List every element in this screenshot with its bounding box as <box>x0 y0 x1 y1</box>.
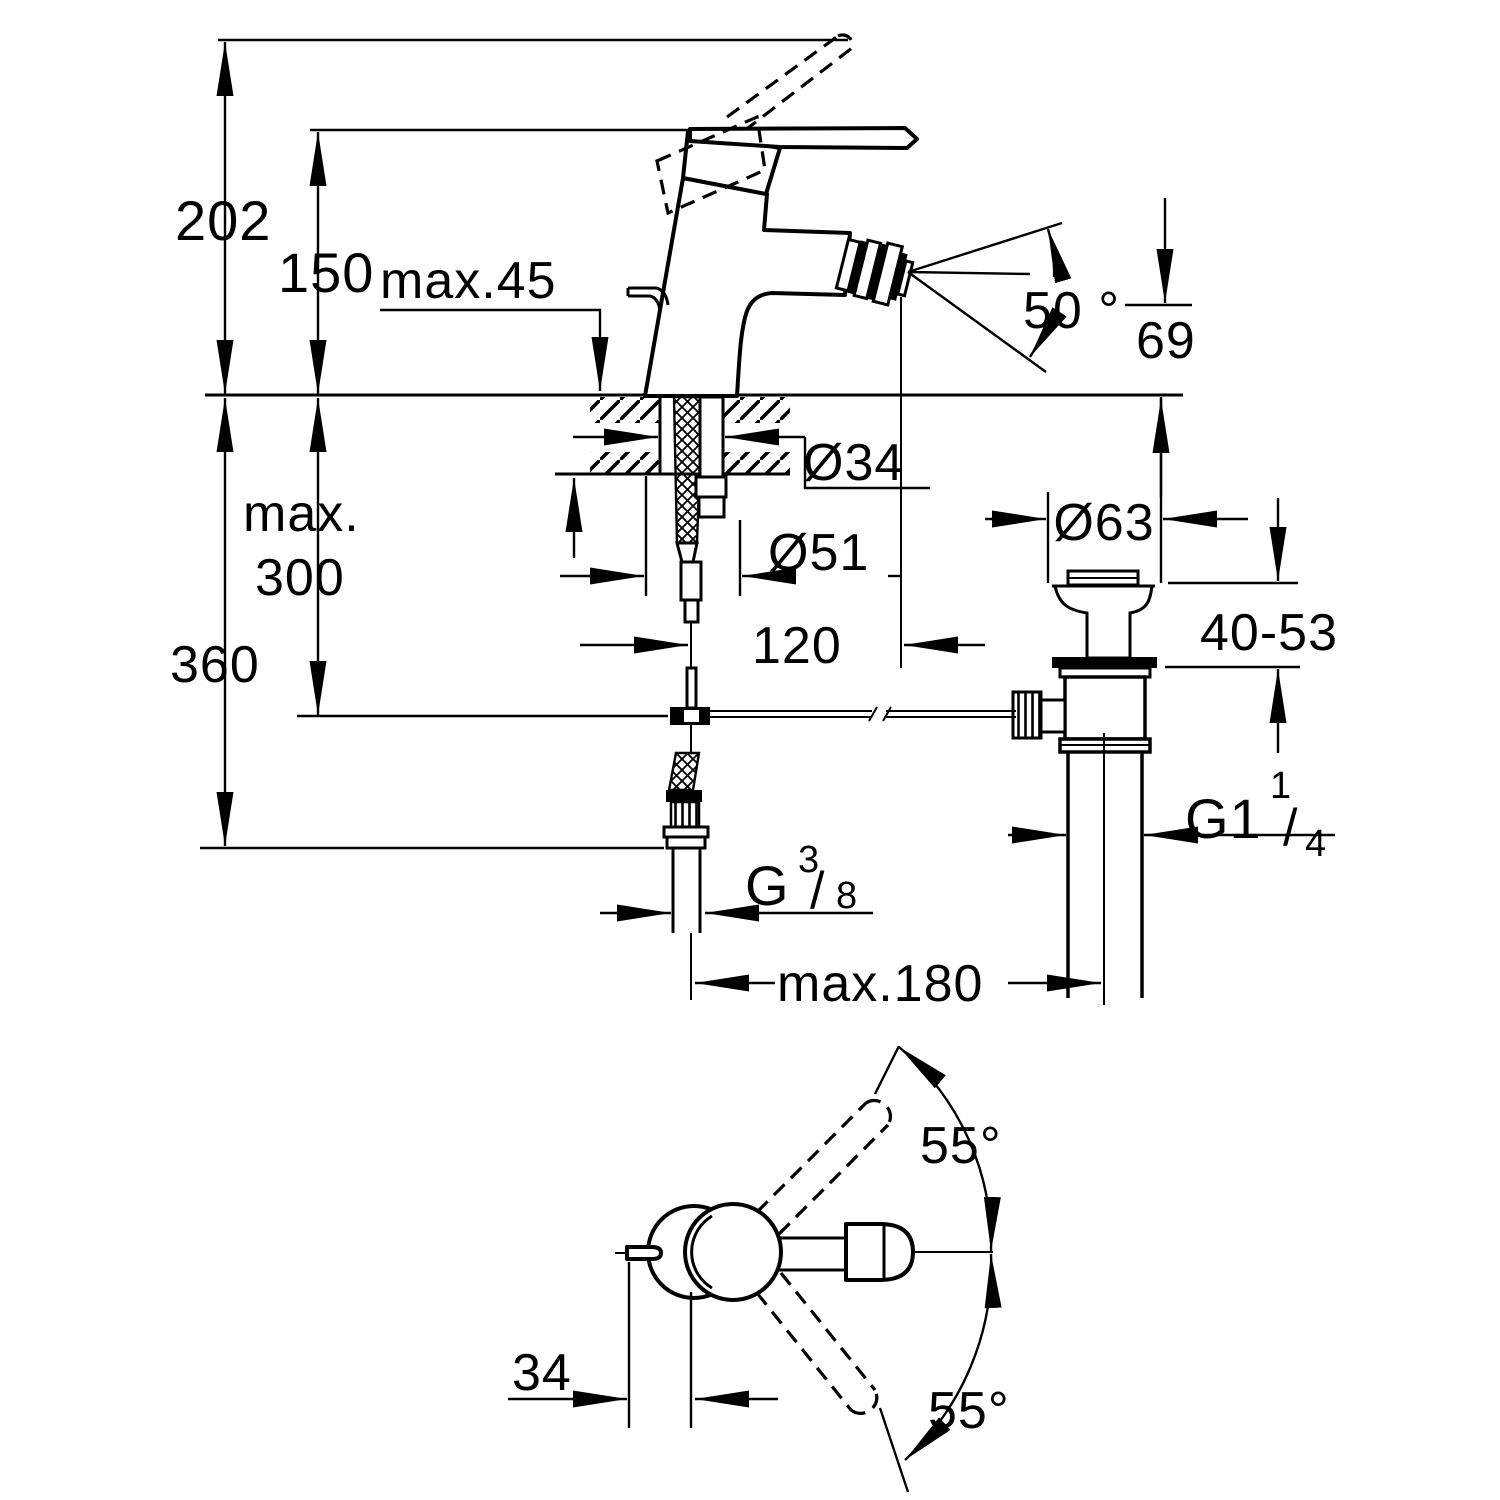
supply-thread-slash: / <box>810 862 825 920</box>
hose-nut-knurled <box>669 800 701 829</box>
mounting-nut <box>694 475 728 499</box>
inner-arc <box>690 1214 713 1290</box>
waste-tailpipe <box>1066 752 1144 998</box>
under-deck-assembly <box>662 395 1016 1000</box>
dimensions-left: 202 150 max.45 max. 300 360 <box>170 38 848 850</box>
dim-aerator-angle-label: 50 ° <box>1023 282 1120 340</box>
mounting-shank <box>698 395 725 479</box>
supply-thread-sub: 8 <box>836 875 858 917</box>
dimensions-aerator: 50 ° 69 <box>900 198 1196 668</box>
handle-swivel-dashed <box>755 1045 910 1493</box>
braided-hose-upper <box>672 395 704 545</box>
hole-dia-leader <box>803 437 930 490</box>
horizontal-rod <box>710 710 1016 718</box>
handle-up-position <box>755 1099 892 1236</box>
waste-thread-slash: / <box>1283 799 1298 857</box>
dim-total-height-label: 202 <box>175 189 271 252</box>
dim-swivel-top-label: 55° <box>920 1117 1002 1175</box>
dim-below-max-label-1: max. <box>243 485 360 543</box>
swivel-extension-lines <box>873 1045 910 1493</box>
handle-neck <box>778 1236 846 1272</box>
waste-thread-sup: 1 <box>1270 765 1292 807</box>
dim-rod-length-label: max.180 <box>777 955 983 1013</box>
body-and-spout <box>643 176 852 398</box>
dim-hole-dia-label: Ø34 <box>803 434 904 492</box>
dim-spout-height-label: 150 <box>278 241 374 304</box>
waste-thread-base: G1 <box>1185 787 1262 850</box>
deck-thickness-leader-down <box>380 308 609 391</box>
aerator-angle-fan <box>907 221 1063 373</box>
waste-dome <box>1053 584 1154 660</box>
dim-projection-label: 120 <box>752 617 842 675</box>
supply-thread-base: G <box>745 854 790 917</box>
dim-flange-dia-label: Ø63 <box>1053 494 1154 552</box>
aerator-nozzle <box>834 237 915 307</box>
lever-handle <box>688 126 919 150</box>
top-view: 55° 55° 34 <box>508 1045 1010 1493</box>
rod-knob-knurled <box>1011 690 1043 740</box>
dimensions-supply: G 3 / 8 max.180 <box>600 839 1101 1013</box>
handle-down-position <box>755 1271 879 1415</box>
rubber-seal <box>1052 657 1157 668</box>
rod-connector <box>679 560 703 602</box>
dim-deck-thickness-label: max.45 <box>380 252 557 310</box>
ext-lines-base-dia <box>644 476 742 596</box>
dim-outlet-height-label: 69 <box>1136 312 1196 370</box>
pop-up-waste <box>1011 569 1157 1005</box>
waste-thread-sub: 4 <box>1305 823 1327 865</box>
dim-swivel-bottom-label: 55° <box>928 1382 1010 1440</box>
dimensions-underdeck: Ø34 Ø51 120 <box>560 428 985 675</box>
braided-hose-lower <box>667 751 701 792</box>
dimensions-top-view: 55° 55° 34 <box>508 1046 1010 1461</box>
dimensions-waste: Ø63 40-53 G1 1 / 4 <box>985 397 1338 865</box>
supply-thread-sup: 3 <box>798 839 820 881</box>
handle-raised-dashed <box>726 33 855 133</box>
rod-break-marks <box>868 706 892 722</box>
rod-pin <box>625 1245 663 1261</box>
supply-tube <box>671 848 702 933</box>
ext-lines-pin-offset <box>627 1262 693 1428</box>
swivel-arc-bottom <box>904 1253 1002 1461</box>
side-view: 202 150 max.45 max. 300 360 50 ° 69 <box>170 33 1338 1013</box>
rear-rod-hook <box>626 286 670 311</box>
dim-supply-thread-label: G 3 / 8 <box>745 839 858 920</box>
cartridge-circle <box>683 1202 783 1302</box>
waste-body <box>1063 675 1147 741</box>
faucet-body <box>626 33 919 398</box>
ext-lines-flange-dia <box>1046 397 1163 583</box>
handle-lowered-dashed <box>655 114 767 216</box>
dim-base-dia-label: Ø51 <box>768 524 869 582</box>
deck-hatch <box>590 397 660 423</box>
dim-waste-thread-label: G1 1 / 4 <box>1185 765 1327 865</box>
faucet-top-view-body <box>615 1202 993 1302</box>
dim-below-total-label: 360 <box>170 636 260 694</box>
dim-pin-offset-label: 34 <box>512 1344 572 1402</box>
dim-clamping-range-label: 40-53 <box>1200 604 1338 662</box>
swivel-arc-top <box>898 1046 1001 1252</box>
ext-lines-clamping <box>1165 581 1300 669</box>
dim-below-max-label-2: 300 <box>255 549 345 607</box>
handle-grip <box>844 1222 915 1282</box>
